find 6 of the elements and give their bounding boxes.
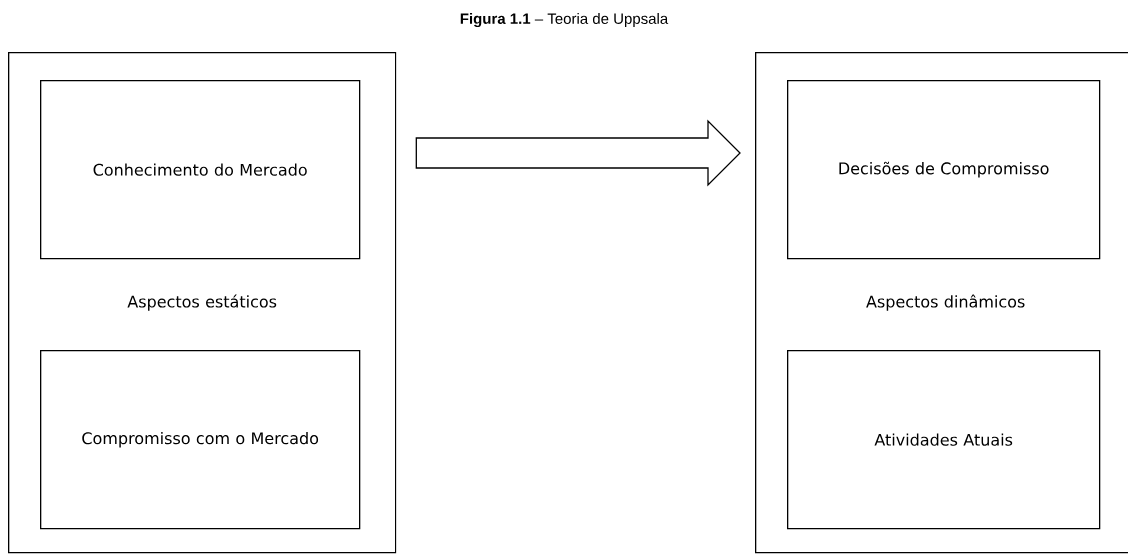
text-box: Atividades Atuais — [787, 350, 1101, 530]
figure-title: Figura 1.1 – Teoria de Uppsala — [460, 13, 669, 28]
text-box: Decisões de Compromisso — [787, 80, 1101, 260]
block-arrow — [415, 119, 741, 187]
text-box: Conhecimento do Mercado — [40, 80, 361, 260]
text-box: Compromisso com o Mercado — [40, 350, 361, 530]
